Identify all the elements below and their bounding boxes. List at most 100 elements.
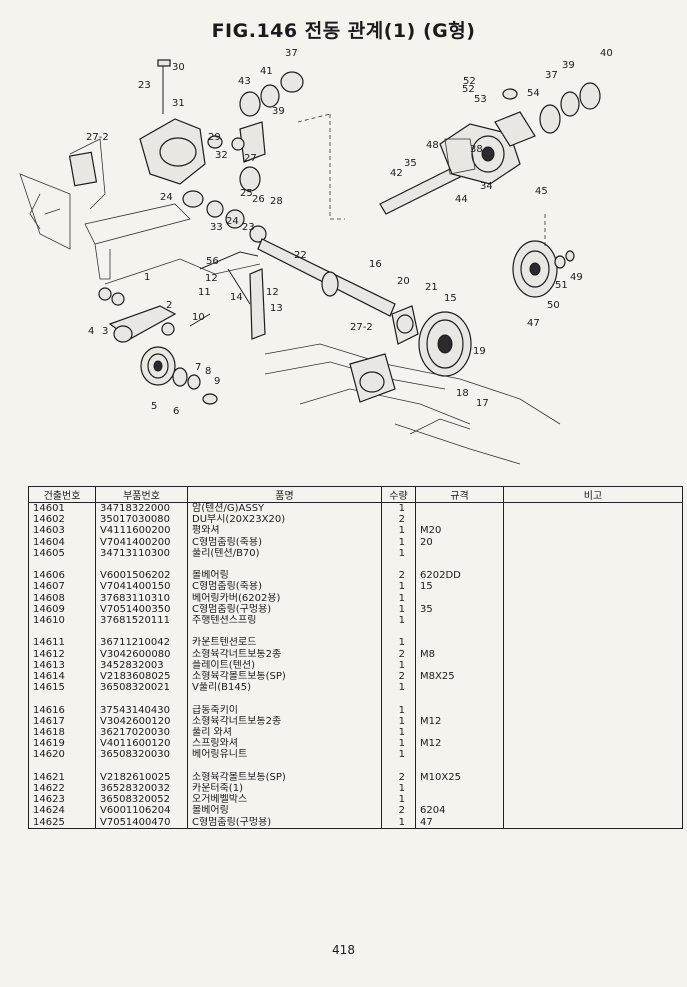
column-header: 품명 bbox=[187, 486, 382, 503]
cell-spec bbox=[415, 794, 504, 806]
cell-spec: M8X25 bbox=[415, 671, 504, 683]
cell-no: 14623 bbox=[28, 794, 96, 806]
cell-name: DU부시(20X23X20) bbox=[187, 514, 382, 526]
callout-label: 15 bbox=[444, 293, 457, 304]
cell-no: 14616 bbox=[28, 704, 96, 716]
callout-label: 39 bbox=[562, 60, 575, 71]
cell-spec: 47 bbox=[415, 816, 504, 829]
callout-label: 22 bbox=[294, 250, 307, 261]
cell-no: 14618 bbox=[28, 727, 96, 739]
cell-no: 14601 bbox=[28, 502, 96, 515]
cell-name: 카운터축(1) bbox=[187, 783, 382, 795]
callout-label: 18 bbox=[456, 388, 469, 399]
column-header: 수량 bbox=[381, 486, 416, 503]
cell-no: 14612 bbox=[28, 648, 96, 660]
cell-qty: 1 bbox=[381, 659, 416, 672]
cell-no: 14614 bbox=[28, 671, 96, 683]
callout-label: 32 bbox=[215, 150, 228, 161]
cell-name: C형멈춤링(축용) bbox=[187, 536, 382, 548]
column-header: 부품번호 bbox=[95, 486, 188, 503]
cell-no: 14606 bbox=[28, 570, 96, 582]
cell-name: 플레이트(텐션) bbox=[187, 659, 382, 672]
cell-part: V7051400350 bbox=[95, 603, 188, 616]
cell-name: 볼베어링 bbox=[187, 570, 382, 582]
cell-name: 베어링유니트 bbox=[187, 749, 382, 761]
cell-note bbox=[503, 581, 683, 593]
callout-label: 50 bbox=[547, 300, 560, 311]
callout-label: 40 bbox=[600, 48, 613, 59]
spacer-row bbox=[28, 693, 683, 705]
cell-qty: 1 bbox=[381, 749, 416, 761]
cell-note bbox=[503, 671, 683, 683]
cell-note bbox=[503, 738, 683, 750]
cell-name bbox=[187, 626, 382, 638]
callout-label: 12 bbox=[205, 273, 218, 284]
cell-spec: M12 bbox=[415, 738, 504, 750]
figure-title: FIG.146 전동 관계(1) (G형) bbox=[211, 20, 476, 42]
cell-part: 36508320021 bbox=[95, 682, 188, 694]
cell-no: 14609 bbox=[28, 603, 96, 616]
callout-label: 3 bbox=[102, 326, 108, 337]
cell-part: 36508320052 bbox=[95, 794, 188, 806]
cell-note bbox=[503, 783, 683, 795]
callout-label: 20 bbox=[397, 276, 410, 287]
cell-part bbox=[95, 760, 188, 772]
cell-part: V3042600120 bbox=[95, 715, 188, 728]
cell-note bbox=[503, 659, 683, 672]
callout-label: 24 bbox=[160, 192, 173, 203]
cell-part: 36711210042 bbox=[95, 637, 188, 649]
spacer-row bbox=[28, 626, 683, 638]
cell-spec bbox=[415, 592, 504, 604]
cell-spec bbox=[415, 547, 504, 560]
callout-label: 19 bbox=[473, 346, 486, 357]
cell-qty: 1 bbox=[381, 536, 416, 548]
callout-label: 31 bbox=[172, 98, 185, 109]
cell-name: 주행텐션스프링 bbox=[187, 615, 382, 627]
cell-no: 14622 bbox=[28, 783, 96, 795]
cell-spec bbox=[415, 749, 504, 761]
cell-no bbox=[28, 693, 96, 705]
cell-name: 소형육각볼트보통(SP) bbox=[187, 671, 382, 683]
cell-spec bbox=[415, 514, 504, 526]
cell-spec bbox=[415, 693, 504, 705]
cell-qty: 1 bbox=[381, 592, 416, 604]
cell-note bbox=[503, 760, 683, 772]
page-number: 418 bbox=[332, 943, 355, 957]
cell-qty: 1 bbox=[381, 727, 416, 739]
cell-no bbox=[28, 626, 96, 638]
cell-spec: M8 bbox=[415, 648, 504, 660]
callout-label: 26 bbox=[252, 194, 265, 205]
callout-label: 6 bbox=[173, 406, 179, 417]
callout-label: 23 bbox=[242, 222, 255, 233]
cell-spec: M20 bbox=[415, 525, 504, 537]
callout-label: 13 bbox=[270, 303, 283, 314]
cell-part: V6001106204 bbox=[95, 805, 188, 817]
callout-label: 27-2 bbox=[350, 322, 373, 333]
cell-note bbox=[503, 592, 683, 604]
cell-part: V3042600080 bbox=[95, 648, 188, 660]
cell-part: 36528320032 bbox=[95, 783, 188, 795]
cell-part: V4011600120 bbox=[95, 738, 188, 750]
cell-no: 14625 bbox=[28, 816, 96, 829]
cell-part: V7051400470 bbox=[95, 816, 188, 829]
spacer-row bbox=[28, 760, 683, 772]
cell-spec bbox=[415, 704, 504, 716]
cell-spec bbox=[415, 502, 504, 515]
cell-qty: 1 bbox=[381, 783, 416, 795]
callout-label: 5 bbox=[151, 401, 157, 412]
cell-qty: 1 bbox=[381, 547, 416, 560]
cell-part: V4111600200 bbox=[95, 525, 188, 537]
cell-qty: 1 bbox=[381, 615, 416, 627]
cell-part bbox=[95, 693, 188, 705]
